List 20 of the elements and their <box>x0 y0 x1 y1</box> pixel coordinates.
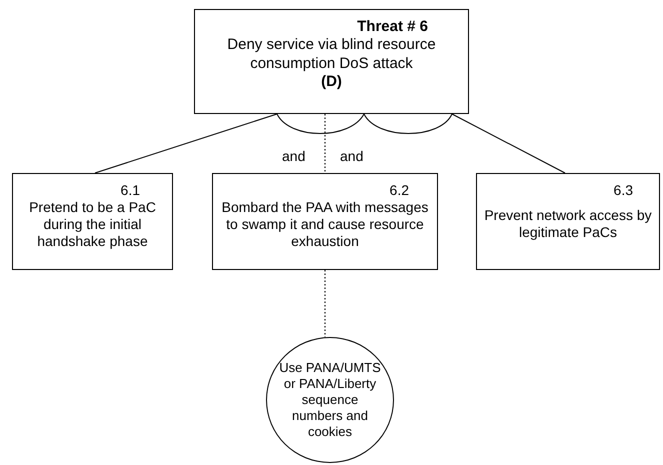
dotted-connector <box>324 270 326 338</box>
node-description: Prevent network access by legitimate PaCs <box>483 207 653 242</box>
node-description: Use PANA/UMTS or PANA/Liberty sequence numbers and cookies <box>278 360 382 440</box>
node-description: Deny service via blind resource consumption DoS attack <box>226 36 437 73</box>
attack-box <box>212 173 438 270</box>
threat-category: (D) <box>321 72 342 92</box>
and-label: and <box>282 148 306 164</box>
node-description: Bombard the PAA with messages to swamp it and cause resource exhaustion <box>220 199 430 250</box>
dotted-connector <box>324 114 326 174</box>
node-description: Pretend to be a PaC during the initial handshake phase <box>28 199 157 250</box>
and-label: and <box>340 148 364 164</box>
attack-box <box>12 173 173 270</box>
node-number: 6.1 <box>120 182 140 200</box>
connector-line <box>452 114 566 174</box>
attack-box <box>476 173 660 270</box>
connector-line <box>94 114 278 174</box>
threat-box <box>194 9 469 114</box>
node-number: 6.3 <box>614 182 633 200</box>
threat-heading: Threat # 6 <box>357 18 428 36</box>
node-number: 6.2 <box>390 182 409 200</box>
